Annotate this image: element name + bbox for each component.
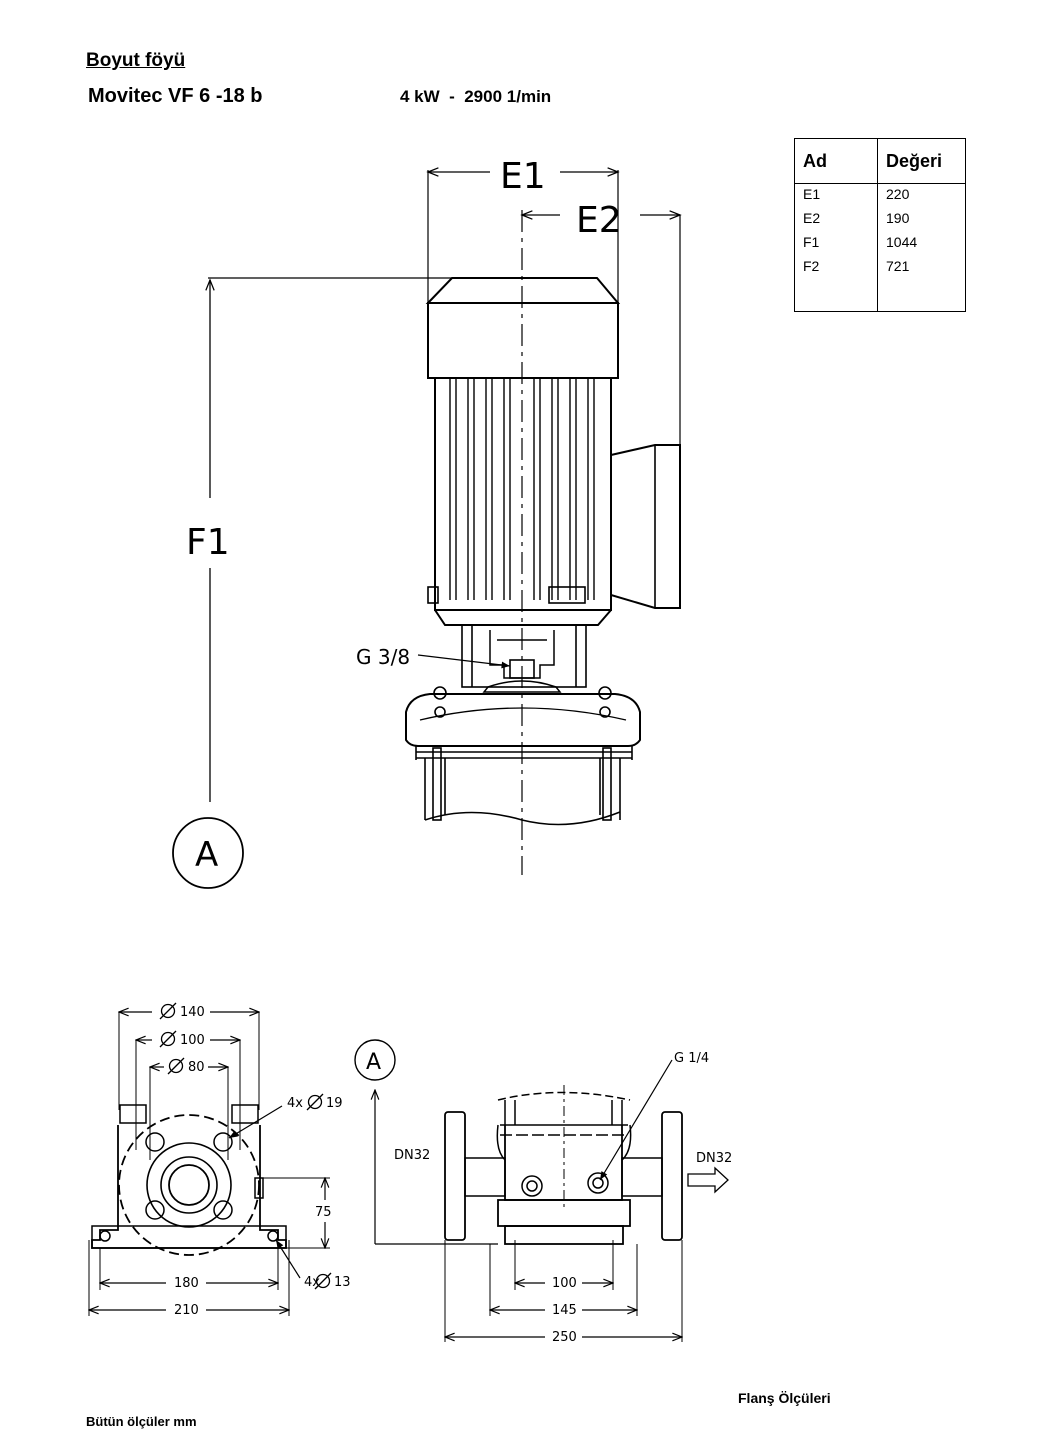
view-a-marker <box>172 817 244 889</box>
dimension-value: 190 <box>886 210 910 226</box>
dim-f1-label: F1 <box>186 522 230 563</box>
cooling-fins <box>449 378 595 600</box>
table-row: E2 190 <box>794 208 966 232</box>
holes-bottom-diameter: 13 <box>334 1275 351 1290</box>
dim-d140-label: 140 <box>180 1005 205 1020</box>
thread-g38-label: G 3/8 <box>356 645 410 669</box>
view-a-label: A <box>195 835 218 875</box>
table-row: F2 721 <box>794 256 966 280</box>
motor-body <box>434 377 612 611</box>
dim-d80-label: 80 <box>188 1060 205 1075</box>
dimension-value: 220 <box>886 186 910 202</box>
flange-dimensions-note: Flanş Ölçüleri <box>738 1390 831 1406</box>
base-front-view <box>89 1002 332 1316</box>
motor-top-cap <box>425 277 621 304</box>
table-row: E1 220 <box>794 183 966 208</box>
dimension-table: Ad Değeri E1 220 E2 190 F1 1044 F2 721 <box>794 138 966 312</box>
thread-g14-label: G 1/4 <box>674 1051 709 1066</box>
inlet-dn-label: DN32 <box>394 1148 430 1163</box>
dimension-value: 1044 <box>886 234 918 250</box>
dim-e1-label: E1 <box>500 156 546 197</box>
dim-d100-label: 100 <box>180 1033 205 1048</box>
power-speed-spec: 4 kW - 2900 1/min <box>400 87 552 106</box>
holes-bottom-count: 4x <box>304 1275 320 1290</box>
column-header-value: Değeri <box>877 138 966 184</box>
page-title: Boyut föyü <box>86 50 186 71</box>
dimension-name: F2 <box>794 256 878 280</box>
side-view-a-label: A <box>366 1050 381 1075</box>
dim-145-label: 145 <box>552 1303 577 1318</box>
pump-head <box>405 693 641 747</box>
outlet-dn-label: DN32 <box>696 1151 732 1166</box>
dim-250-label: 250 <box>552 1330 577 1345</box>
table-row: F1 1044 <box>794 232 966 256</box>
terminal-box <box>610 444 681 609</box>
model-name: Movitec VF 6 -18 b <box>88 85 263 107</box>
flow-arrow-icon <box>687 1166 729 1194</box>
dimension-value: 721 <box>886 258 910 274</box>
units-note: Bütün ölçüler mm <box>86 1414 197 1429</box>
pump-elevation-view <box>172 170 681 889</box>
dim-75-label: 75 <box>315 1205 332 1220</box>
dimension-name: E2 <box>794 208 878 232</box>
holes-top-diameter: 19 <box>326 1096 343 1111</box>
dim-e2-label: E2 <box>576 200 622 241</box>
table-header-row: Ad Değeri <box>794 138 966 184</box>
table-row-empty <box>794 280 966 312</box>
dimension-name: E1 <box>794 183 878 208</box>
dim-180-label: 180 <box>174 1276 199 1291</box>
column-header-name: Ad <box>794 138 878 184</box>
side-view-a <box>354 1039 729 1342</box>
inlet-flange <box>444 1111 466 1241</box>
bolt-circle <box>118 1114 260 1256</box>
view-a-circle <box>354 1039 396 1081</box>
motor-lantern <box>461 624 587 688</box>
holes-top-count: 4x <box>287 1096 303 1111</box>
outlet-flange <box>661 1111 683 1241</box>
dim-100-label: 100 <box>552 1276 577 1291</box>
dim-210-label: 210 <box>174 1303 199 1318</box>
motor-fan-cover <box>427 302 619 379</box>
dimension-name: F1 <box>794 232 878 256</box>
